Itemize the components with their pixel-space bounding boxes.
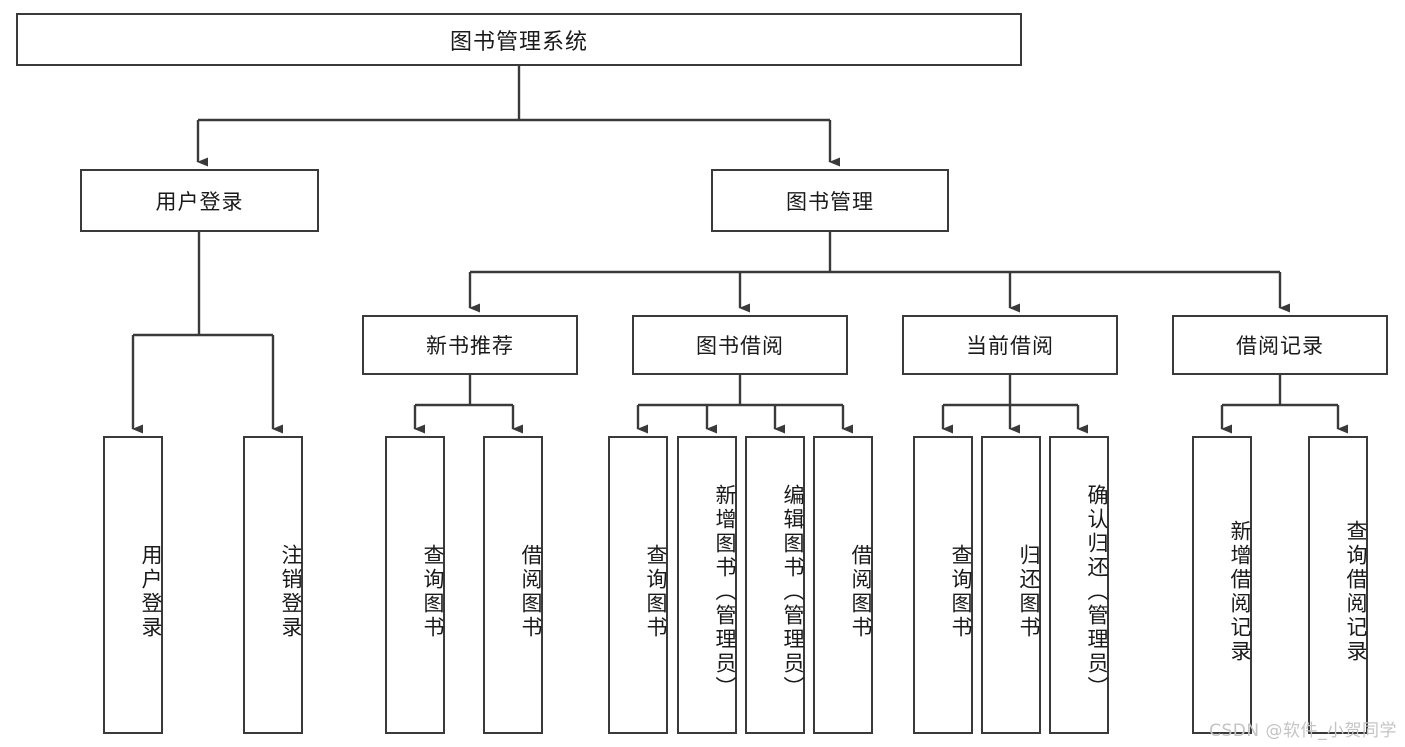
leaf-borrow-book-new[interactable]: 借阅图书 xyxy=(483,436,543,734)
node-label: 用户登录 xyxy=(139,544,163,640)
node-label: 图书借阅 xyxy=(696,334,784,358)
node-label: 借阅图书 xyxy=(519,544,543,640)
node-label: 借阅记录 xyxy=(1236,334,1324,358)
node-user-login[interactable]: 用户登录 xyxy=(80,169,319,232)
leaf-return-book[interactable]: 归还图书 xyxy=(981,436,1041,734)
leaf-borrow-book[interactable]: 借阅图书 xyxy=(813,436,873,734)
leaf-logout[interactable]: 注销登录 xyxy=(243,436,303,734)
leaf-query-book-new[interactable]: 查询图书 xyxy=(385,436,445,734)
leaf-add-book-admin[interactable]: 新增图书（管理员） xyxy=(677,436,737,734)
node-label: 当前借阅 xyxy=(966,334,1054,358)
node-label: 用户登录 xyxy=(155,189,244,214)
node-label: 借阅图书 xyxy=(849,544,873,640)
node-new-book-recommend[interactable]: 新书推荐 xyxy=(362,315,578,375)
node-root-system[interactable]: 图书管理系统 xyxy=(16,13,1022,66)
leaf-confirm-return-admin[interactable]: 确认归还（管理员） xyxy=(1049,436,1109,734)
leaf-user-login[interactable]: 用户登录 xyxy=(103,436,163,734)
csdn-watermark: CSDN @软件_小贺同学 xyxy=(1209,721,1397,741)
node-label: 新增图书（管理员） xyxy=(713,484,737,700)
node-borrow-record[interactable]: 借阅记录 xyxy=(1172,315,1388,375)
node-book-borrow[interactable]: 图书借阅 xyxy=(632,315,848,375)
node-label: 查询图书 xyxy=(421,544,445,640)
node-label: 查询图书 xyxy=(644,544,668,640)
node-label: 图书管理 xyxy=(786,189,874,214)
node-label: 图书管理系统 xyxy=(449,29,588,55)
node-label: 新书推荐 xyxy=(426,334,514,358)
node-label: 注销登录 xyxy=(279,544,303,640)
leaf-add-borrow-record[interactable]: 新增借阅记录 xyxy=(1192,436,1252,734)
leaf-edit-book-admin[interactable]: 编辑图书（管理员） xyxy=(745,436,805,734)
leaf-query-book-current[interactable]: 查询图书 xyxy=(913,436,973,734)
node-label: 归还图书 xyxy=(1017,544,1041,640)
leaf-query-borrow-record[interactable]: 查询借阅记录 xyxy=(1308,436,1368,734)
node-current-borrow[interactable]: 当前借阅 xyxy=(902,315,1118,375)
node-label: 查询借阅记录 xyxy=(1344,520,1368,664)
leaf-query-book-borrow[interactable]: 查询图书 xyxy=(608,436,668,734)
node-label: 查询图书 xyxy=(949,544,973,640)
node-label: 编辑图书（管理员） xyxy=(781,484,805,700)
node-label: 确认归还（管理员） xyxy=(1085,484,1109,700)
node-book-management[interactable]: 图书管理 xyxy=(711,169,949,232)
node-label: 新增借阅记录 xyxy=(1228,520,1252,664)
